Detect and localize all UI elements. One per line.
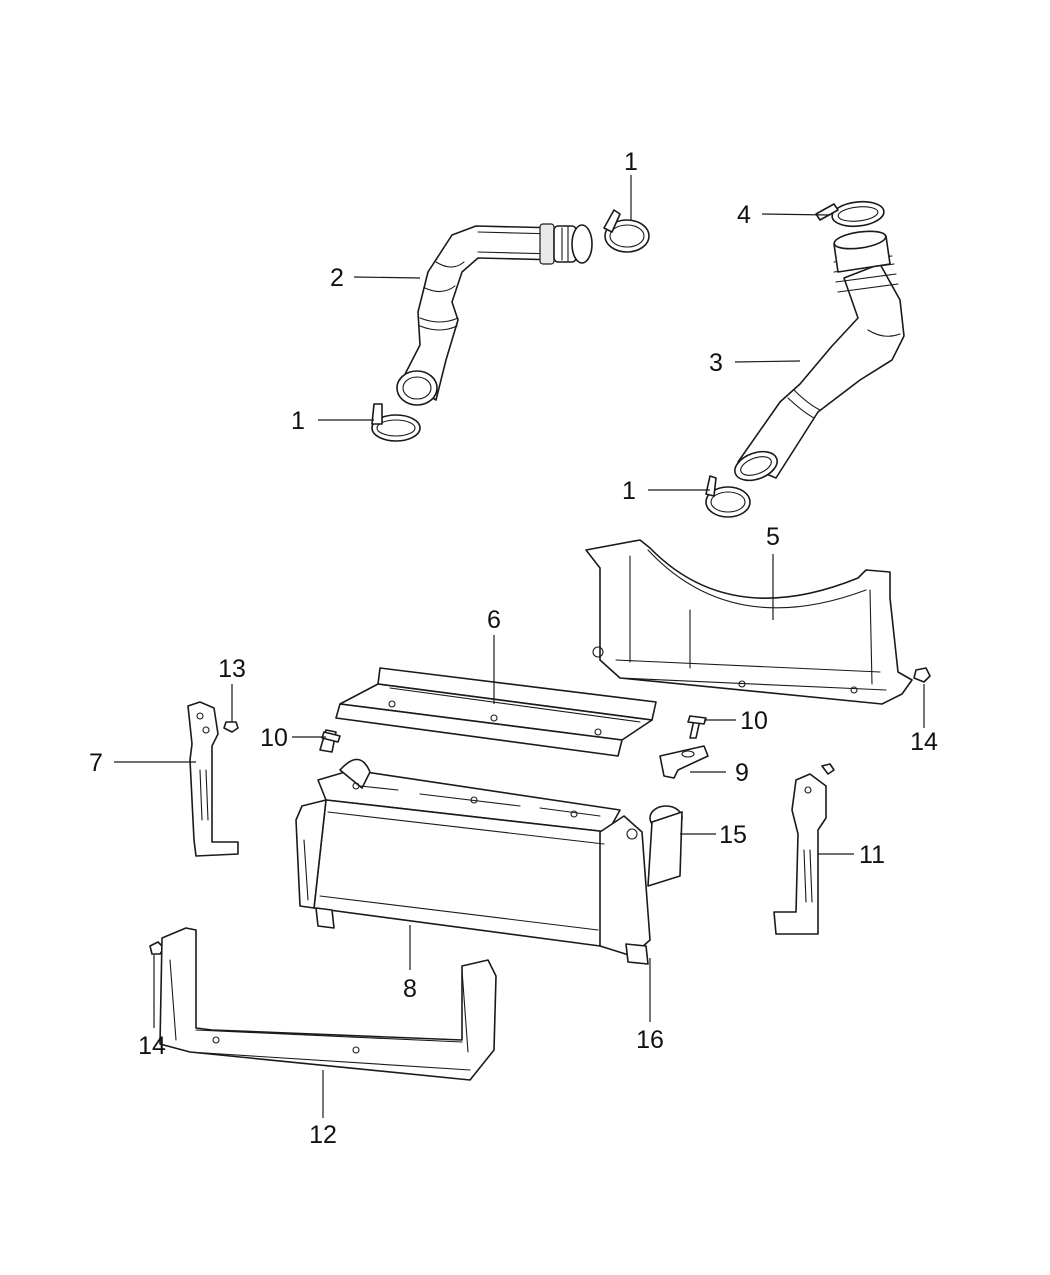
callout-15: 15 [719, 821, 747, 849]
bolt-13 [223, 721, 239, 733]
callout-11: 11 [859, 841, 885, 869]
nut-14-right [913, 667, 931, 683]
callout-13: 13 [218, 655, 246, 683]
callout-1-left: 1 [291, 407, 305, 435]
bolt-10-right [687, 715, 707, 739]
callout-16: 16 [636, 1026, 664, 1054]
callout-2: 2 [330, 264, 344, 292]
callout-4: 4 [737, 201, 751, 229]
callout-6: 6 [487, 606, 501, 634]
callout-labels: 1 2 1 4 3 1 5 6 13 14 10 10 7 9 15 11 8 … [89, 148, 938, 1149]
air-deflector-upper [585, 539, 913, 705]
callout-9: 9 [735, 759, 749, 787]
callout-10-right: 10 [740, 707, 768, 735]
charge-air-cooler [295, 758, 683, 965]
hose-clamp-left [371, 403, 421, 442]
leader-lines [114, 175, 925, 1118]
callout-12: 12 [309, 1121, 337, 1149]
hose-clamp-right [705, 475, 751, 518]
callout-5: 5 [766, 523, 780, 551]
bracket-11 [773, 773, 827, 935]
hose-upper-left [396, 223, 593, 406]
callout-3: 3 [709, 349, 723, 377]
callout-1-top: 1 [624, 148, 638, 176]
bracket-7 [187, 701, 239, 857]
hose-clamp-4 [815, 200, 885, 228]
shield-plate [335, 667, 657, 757]
callout-8: 8 [403, 975, 417, 1003]
hose-clamp-top [603, 209, 650, 253]
nut-11 [821, 763, 835, 775]
bolt-10-left [319, 729, 341, 753]
callout-14-left: 14 [138, 1032, 166, 1060]
callout-10-left: 10 [260, 724, 288, 752]
air-deflector-lower [159, 927, 497, 1081]
hose-right [734, 230, 905, 482]
callout-14-right: 14 [910, 728, 938, 756]
callout-7: 7 [89, 749, 103, 777]
bracket-9 [659, 745, 709, 779]
callout-1-right: 1 [622, 477, 636, 505]
